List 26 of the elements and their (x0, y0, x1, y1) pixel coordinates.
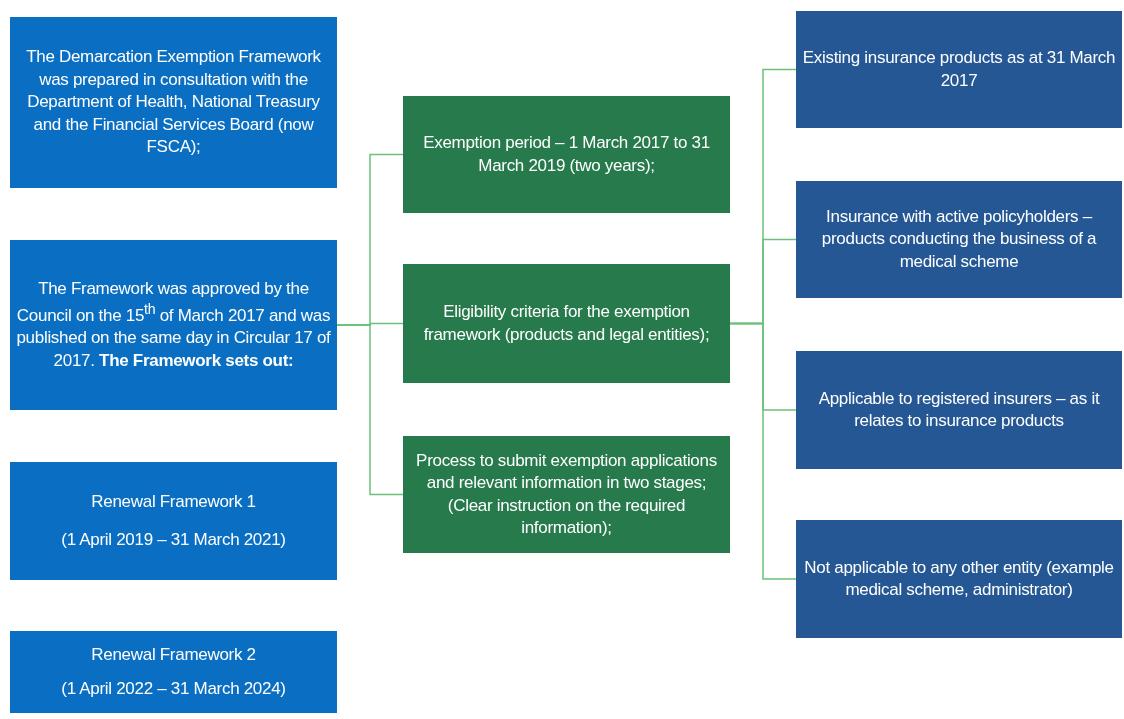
box-text: Renewal Framework 1 (91, 490, 256, 513)
box-text: The Demarcation Exemption Framework was prepared in consultation with the Department of Health, National Treasury and the Financial Services Board (now FSCA); (25, 46, 322, 159)
box-text: Eligibility criteria for the exemption framework (products and legal entities); (422, 301, 711, 346)
box-text: Exemption period – 1 March 2017 to 31 March 2019 (two years); (422, 132, 711, 177)
text-box (10, 240, 337, 410)
box-text: (1 April 2022 – 31 March 2024) (61, 678, 286, 700)
text-box (403, 264, 730, 383)
box-text: (1 April 2019 – 31 March 2021) (61, 529, 286, 551)
box-text: The Framework was approved by the Council on the 15$^{th}$ of March 2017 and was published on the same day in Circular 17 of 2017. The Framework sets out: (16, 277, 331, 372)
text-box (796, 351, 1122, 469)
text-box (10, 631, 337, 713)
box-text: Existing insurance products as at 31 March 2017 (802, 47, 1116, 92)
box-text: Not applicable to any other entity (example medical scheme, administrator) (803, 556, 1115, 601)
connector-line (729, 322, 797, 580)
connector-line (336, 324, 404, 496)
box-text: Renewal Framework 2 (91, 643, 256, 666)
text-box (10, 462, 337, 580)
text-box (10, 17, 337, 188)
text-box (403, 436, 730, 553)
text-box (796, 181, 1122, 298)
text-box (796, 11, 1122, 128)
text-box (403, 96, 730, 213)
box-text: Applicable to registered insurers – as it relates to insurance products (817, 387, 1101, 432)
text-box (796, 520, 1122, 638)
box-text: Insurance with active policyholders – products conducting the business of a medical scheme (820, 205, 1098, 273)
box-text: Process to submit exemption applications and relevant information in two stages; (Clear instruction on the required information); (415, 449, 718, 539)
